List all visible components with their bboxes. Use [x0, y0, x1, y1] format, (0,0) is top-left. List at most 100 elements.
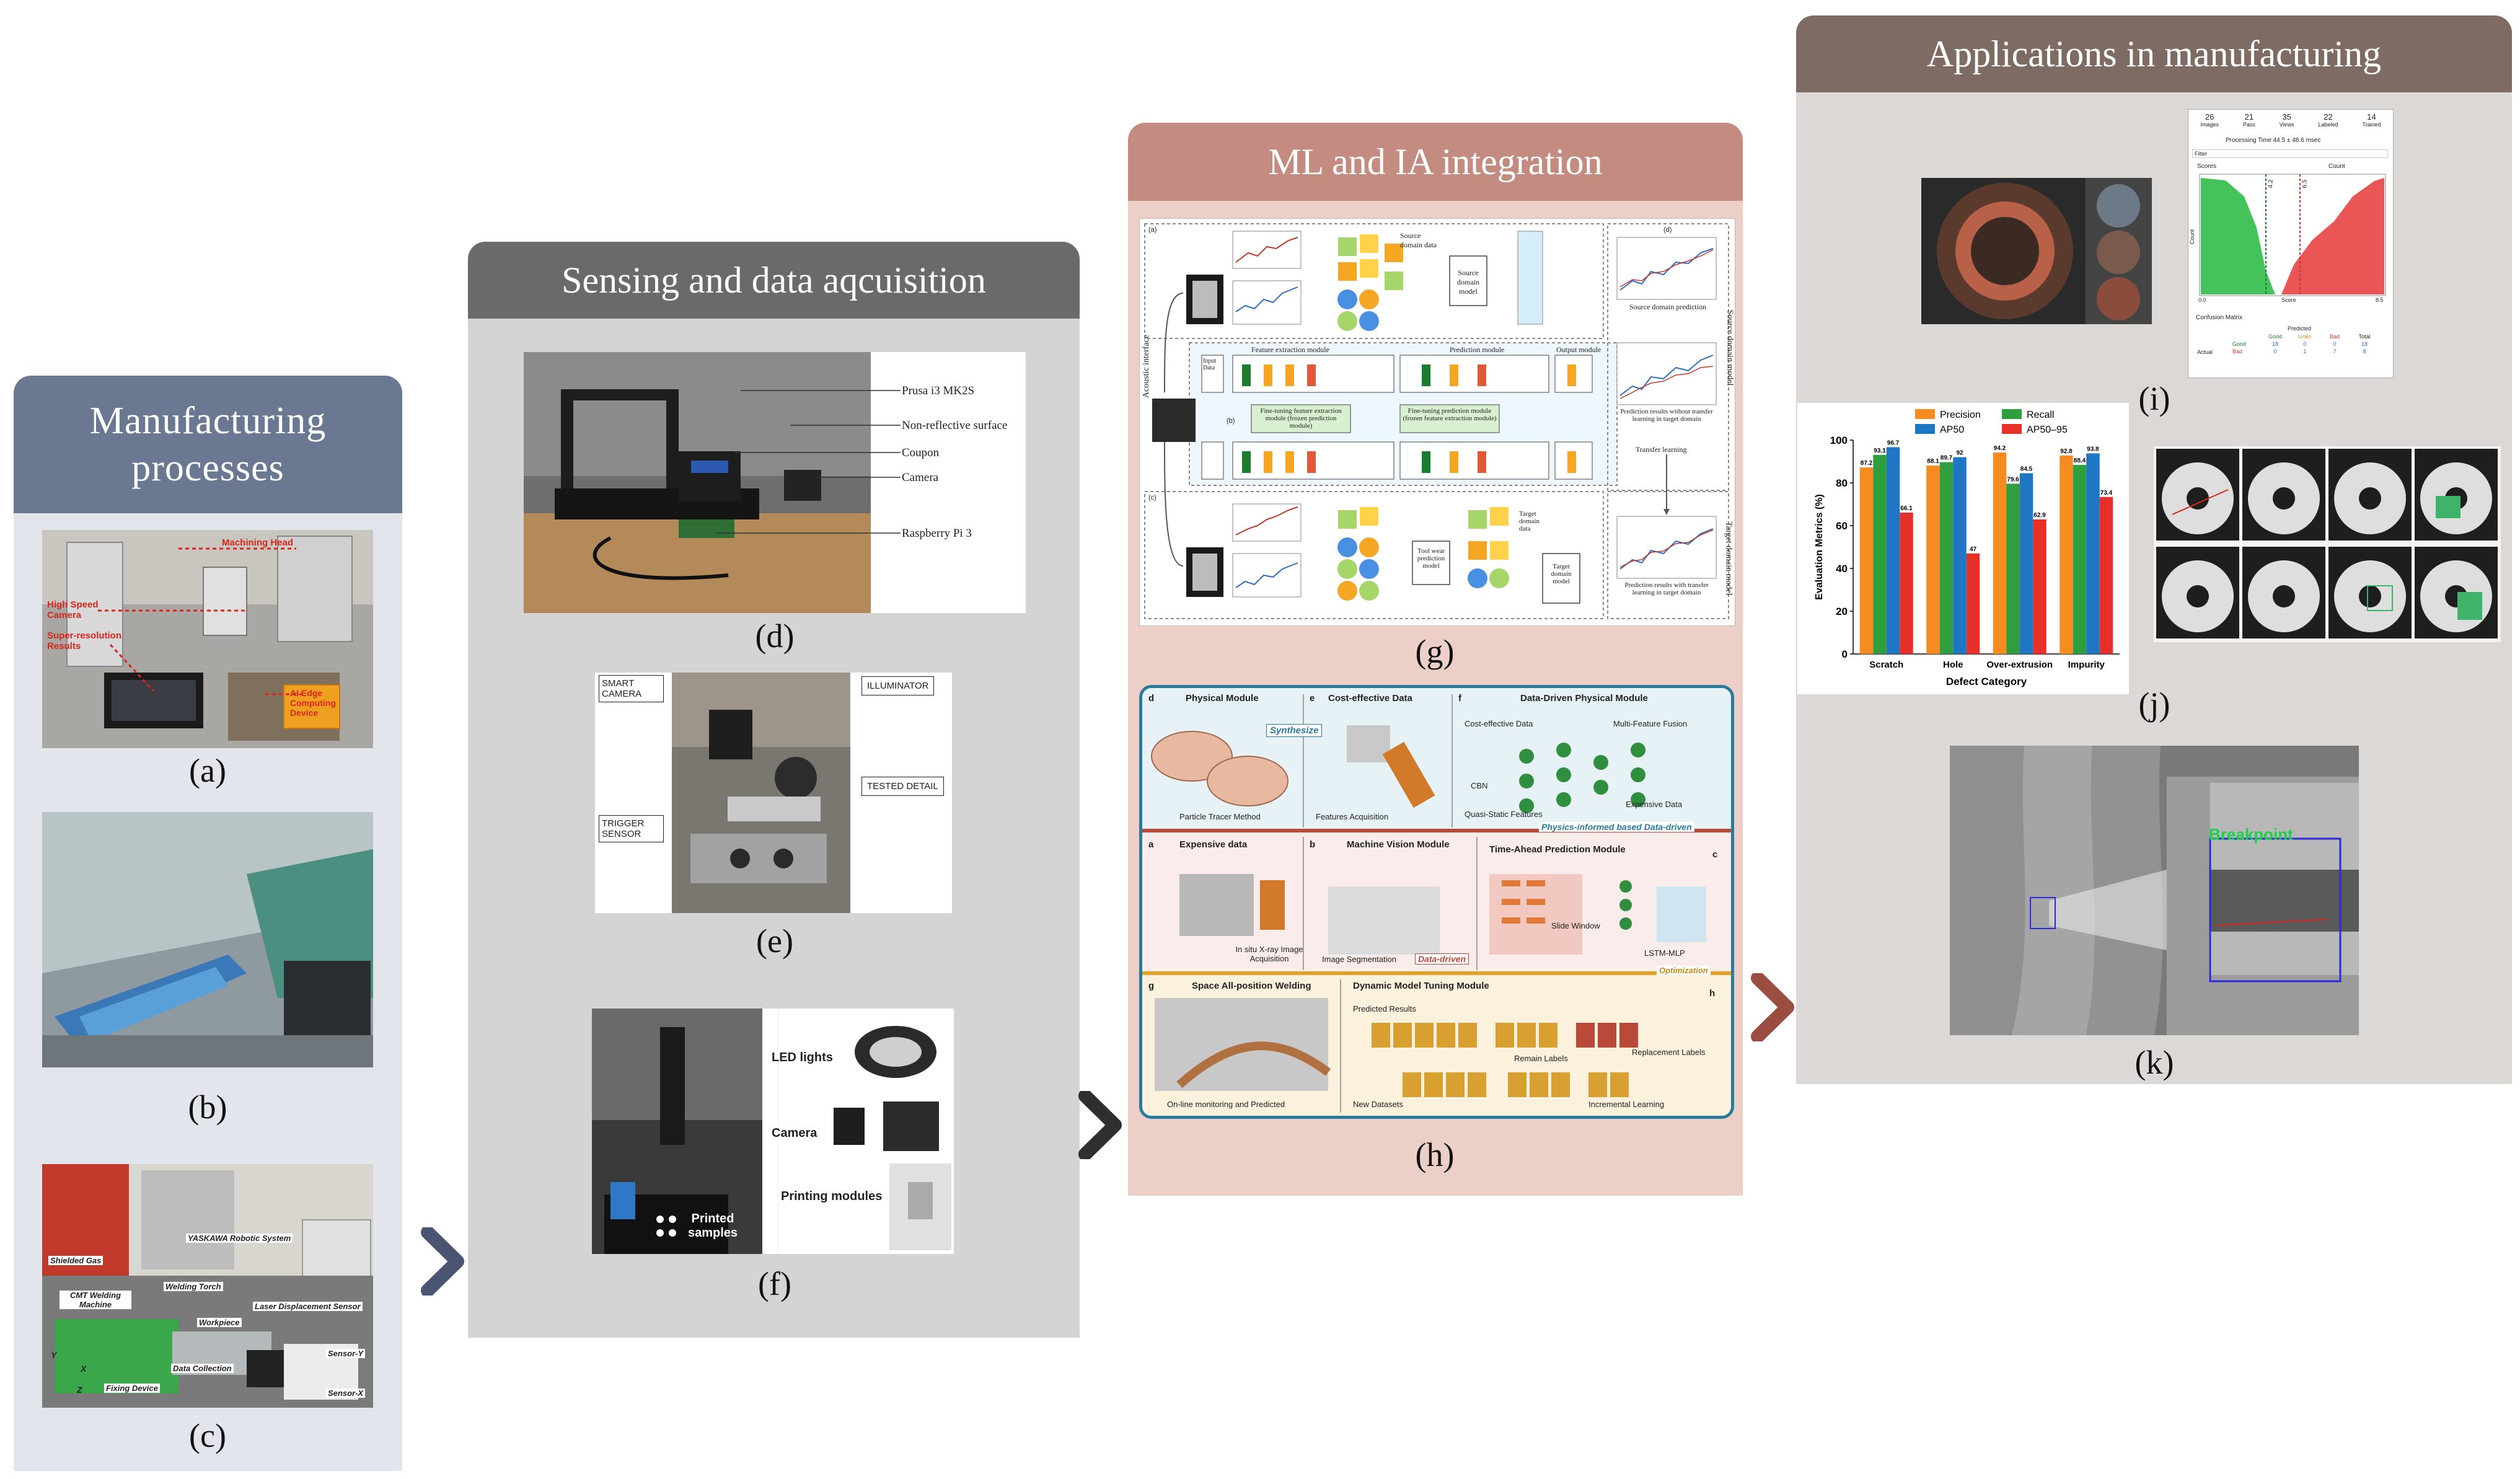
machining-setup-illustration [42, 530, 373, 748]
h-letter-a: a [1148, 839, 1154, 850]
label-a: (a) [189, 752, 226, 789]
confusion-col-good: Good [2268, 333, 2283, 340]
g-side-label: Acoustic interface [1142, 334, 1152, 399]
g-no-transfer: Prediction results without transfer lear… [1620, 408, 1713, 423]
annotation-printing-modules: Printing modules [781, 1190, 883, 1203]
annotation-led-lights: LED lights [772, 1051, 833, 1064]
h-multi-feature: Multi-Feature Fusion [1613, 719, 1688, 728]
h-physics-tag: Physics-informed based Data-driven [1539, 822, 1694, 832]
label-c: (c) [189, 1417, 226, 1454]
histogram-x-tick-0: 0.0 [2198, 297, 2206, 303]
bar [1859, 467, 1874, 654]
histogram-x-tick-1: Score [2281, 297, 2296, 303]
annotation-tested-detail: TESTED DETAIL [861, 777, 944, 796]
legend-label: Recall [2027, 410, 2054, 420]
bar [2086, 453, 2100, 654]
h-letter-f: f [1458, 693, 1461, 704]
manufacturing-title-line1: Manufacturing [89, 400, 327, 442]
cutting-tool-photo [42, 812, 373, 1067]
h-xray: In situ X-ray Image Acquisition [1235, 945, 1303, 963]
led-printer-photo: LED lights Camera Printing modules Print… [592, 1009, 954, 1254]
h-letter-d: d [1148, 693, 1155, 704]
manufacturing-title-line2: processes [131, 447, 284, 489]
confusion-predicted: Predicted [2288, 325, 2312, 332]
g-target-domain-model: Target domain model [1551, 563, 1572, 585]
bar [2060, 455, 2073, 654]
confusion-cell: 0 [2303, 341, 2307, 347]
confusion-row-good: Good 18 0 0 18 [2232, 340, 2379, 348]
confusion-header-row: Good Unkn Bad Total [2232, 333, 2379, 340]
h-predicted-results: Predicted Results [1353, 1004, 1416, 1013]
g-fine-tuning-feature: Fine-tuning feature extraction module (f… [1260, 407, 1342, 430]
label-f: (f) [758, 1265, 791, 1302]
annotation-sensor-y: Sensor-Y [326, 1349, 366, 1358]
confusion-cell: 8 [2363, 348, 2366, 355]
h-cost-effective-data: Cost-effective Data [1465, 719, 1533, 728]
bar-value-label: 92 [1956, 450, 1963, 457]
defect-samples-grid [2154, 446, 2501, 642]
h-synthesize: Synthesize [1266, 724, 1323, 737]
y-tick-label: 60 [1836, 520, 1848, 532]
y-tick-label: 40 [1836, 563, 1848, 575]
bar [2019, 473, 2033, 654]
annotation-machining-head: Machining Head [222, 537, 294, 548]
g-right-top-label: Source domain model [1725, 309, 1735, 386]
h-dynamic-tuning: Dynamic Model Tuning Module [1353, 981, 1489, 991]
bar [1900, 512, 1913, 654]
annotation-shielded-gas: Shielded Gas [48, 1256, 104, 1265]
bar-value-label: 87.2 [1861, 460, 1873, 467]
legend-swatch [1915, 409, 1935, 419]
g-feature-extraction: Feature extraction module [1251, 345, 1329, 354]
h-online-monitoring: On-line monitoring and Predicted [1167, 1100, 1285, 1109]
bar [1966, 553, 1980, 654]
g-transfer-learning: Transfer learning [1636, 445, 1687, 454]
h-optimization: Optimization [1657, 966, 1711, 975]
bar [1873, 454, 1887, 654]
label-i: (i) [2138, 380, 2170, 417]
bar-value-label: 96.7 [1887, 439, 1900, 446]
x-tick-label: Scratch [1869, 660, 1903, 670]
leader-lines-d [716, 390, 901, 534]
bar [1993, 453, 2007, 654]
h-space-welding: Space All-position Welding [1192, 981, 1311, 991]
arrow-right-icon [1751, 973, 1794, 1041]
annotation-fixing-device: Fixing Device [104, 1384, 160, 1393]
breakpoint-micrograph: Breakpoint [1950, 746, 2359, 1035]
machining-setup-photo: Machining Head High Speed Camera Super-r… [42, 530, 373, 748]
breakpoint-micrograph-illustration [1950, 746, 2359, 1035]
g-with-transfer: Prediction results with transfer learnin… [1624, 581, 1709, 596]
g-tag-a: (a) [1148, 226, 1157, 234]
h-letter-b: b [1310, 839, 1316, 850]
h-features-acquisition: Features Acquisition [1316, 812, 1389, 821]
annotation-data-collection: Data Collection [171, 1364, 234, 1373]
cutting-tool-illustration [42, 812, 373, 1067]
g-right-bottom-label: Target domain model [1724, 521, 1734, 596]
bar-value-label: 73.4 [2100, 490, 2113, 497]
filter-input[interactable]: Filter [2192, 149, 2388, 158]
label-g: (g) [1415, 633, 1455, 670]
transfer-learning-diagram: Acoustic interface Source domain model T… [1139, 218, 1735, 626]
h-quasi-static: Quasi-Static Features [1465, 810, 1543, 819]
physics-informed-diagram: d Physical Module e Cost-effective Data … [1139, 685, 1734, 1119]
applications-header: Applications in manufacturing [1796, 15, 2512, 92]
label-k: (k) [2135, 1044, 2174, 1081]
h-remain-labels: Remain Labels [1514, 1054, 1568, 1063]
bar-value-label: 92.8 [2060, 448, 2073, 455]
legend-label: AP50–95 [2027, 425, 2068, 435]
bar-value-label: 88.1 [1927, 458, 1939, 465]
label-h: (h) [1415, 1136, 1455, 1173]
legend-label: Precision [1940, 410, 1981, 420]
h-time-ahead: Time-Ahead Prediction Module [1489, 844, 1626, 855]
bar-value-label: 79.6 [2007, 476, 2019, 483]
annotation-smart-camera: SMART CAMERA [599, 675, 664, 702]
h-replacement-labels: Replacement Labels [1632, 1048, 1706, 1057]
smart-camera-photo: SMART CAMERA ILLUMINATOR TESTED DETAIL T… [595, 673, 952, 913]
histogram-y-label: Count [2189, 229, 2196, 245]
annotation-welding-torch: Welding Torch [164, 1282, 223, 1291]
label-j: (j) [2138, 686, 2170, 723]
